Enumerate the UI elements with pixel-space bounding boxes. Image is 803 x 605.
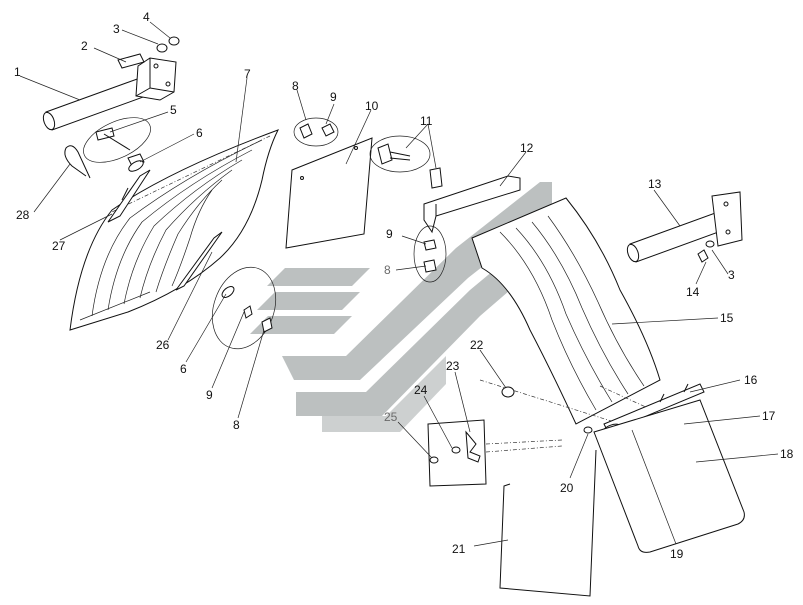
callout-6-lower: 6 xyxy=(180,362,187,376)
callout-10: 10 xyxy=(365,99,379,113)
part-13-tube xyxy=(626,191,743,263)
callout-2: 2 xyxy=(81,39,88,53)
part-6-washer xyxy=(128,160,144,172)
watermark-logo xyxy=(250,182,552,432)
callout-9-mid: 9 xyxy=(386,227,393,241)
callout-1: 1 xyxy=(14,65,21,79)
part-3-washer-right xyxy=(705,240,715,248)
callout-23: 23 xyxy=(446,359,460,373)
callout-12: 12 xyxy=(520,141,534,155)
callout-9: 9 xyxy=(330,90,337,104)
fastener-group-lower xyxy=(212,266,276,350)
callout-25: 25 xyxy=(384,410,398,424)
leader-lines xyxy=(19,21,779,547)
callout-24: 24 xyxy=(414,383,428,397)
part-3-washer xyxy=(156,43,168,53)
part-21-rod xyxy=(499,449,597,597)
part-2-bracket xyxy=(117,53,177,101)
callout-4: 4 xyxy=(143,10,150,24)
callout-5: 5 xyxy=(170,103,177,117)
callout-13: 13 xyxy=(648,177,662,191)
callout-18: 18 xyxy=(780,447,794,461)
part-5-bolt xyxy=(83,117,151,167)
fastener-group-upper xyxy=(293,117,339,147)
callout-6: 6 xyxy=(196,126,203,140)
callout-20: 20 xyxy=(560,481,574,495)
part-4-nut xyxy=(168,36,180,46)
callout-3-right: 3 xyxy=(728,268,735,282)
callout-19: 19 xyxy=(670,547,684,561)
part-10-plate xyxy=(285,137,373,249)
callout-8: 8 xyxy=(292,79,299,93)
part-22-washer xyxy=(501,386,515,398)
callout-26: 26 xyxy=(156,338,170,352)
callout-22: 22 xyxy=(470,338,484,352)
callout-14: 14 xyxy=(686,285,700,299)
part-23-plate xyxy=(427,419,563,487)
part-7-left-fender xyxy=(69,129,280,331)
callout-7: 7 xyxy=(244,67,251,81)
callout-8-mid: 8 xyxy=(384,263,391,277)
part-26-bracket xyxy=(175,231,223,291)
part-11-bolt xyxy=(369,135,443,189)
callout-9-lower: 9 xyxy=(206,388,213,402)
callout-8-lower: 8 xyxy=(233,418,240,432)
fastener-group-middle xyxy=(413,225,447,283)
part-28-u-clamp xyxy=(64,145,91,179)
part-12-angle xyxy=(423,175,521,234)
callout-15: 15 xyxy=(720,311,734,325)
callout-27: 27 xyxy=(52,239,66,253)
part-1-tube xyxy=(42,77,147,131)
part-20-nut xyxy=(583,426,593,434)
callout-28: 28 xyxy=(16,208,30,222)
callout-16: 16 xyxy=(744,373,758,387)
callout-11: 11 xyxy=(420,114,433,128)
part-14-bolt xyxy=(697,249,709,263)
part-18-mud-flap xyxy=(593,399,745,553)
callout-17: 17 xyxy=(762,409,776,423)
callout-3: 3 xyxy=(113,22,120,36)
callout-21: 21 xyxy=(452,542,466,556)
callout-labels: 1 2 3 4 5 6 7 8 9 10 11 12 13 9 8 3 14 1… xyxy=(14,10,794,561)
part-27-bracket xyxy=(107,169,151,223)
